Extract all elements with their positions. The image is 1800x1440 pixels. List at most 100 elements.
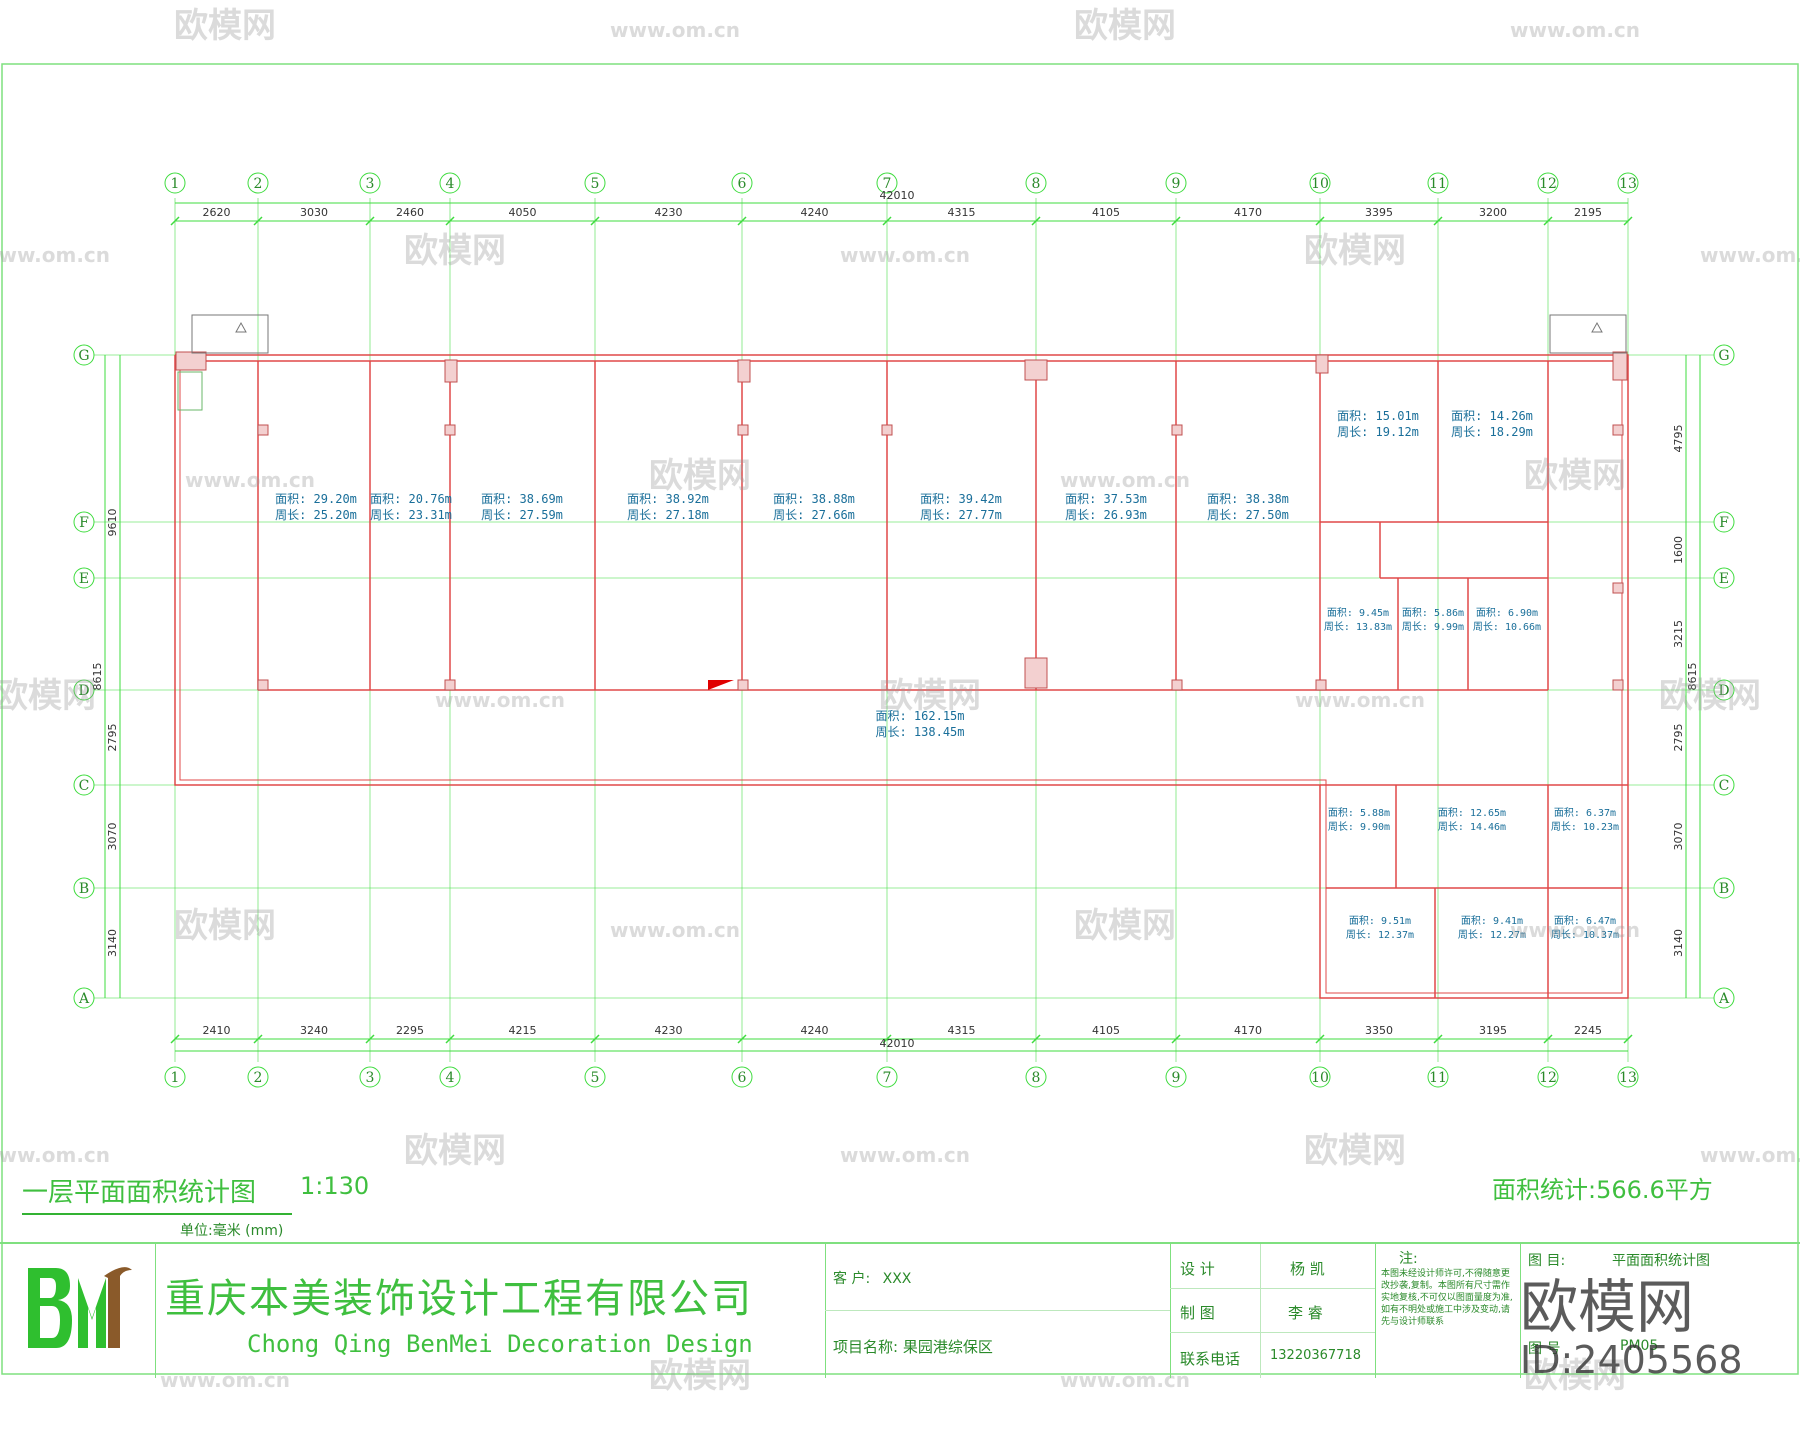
room-area: 面积: 20.76m <box>370 492 452 506</box>
room-perimeter: 周长: 10.37m <box>1551 929 1619 941</box>
drawing-title: 一层平面面积统计图 <box>22 1172 292 1215</box>
phone-label: 联系电话 <box>1180 1350 1241 1368</box>
watermark-brand: 欧模网 <box>1659 676 1761 716</box>
room-perimeter: 周长: 12.27m <box>1458 929 1526 941</box>
watermark-brand: 欧模网 <box>0 676 96 716</box>
room-area: 面积: 162.15m <box>875 709 964 723</box>
dim-tick <box>170 216 180 226</box>
grid-bubble <box>876 172 898 194</box>
dim-value: 4105 <box>1092 206 1120 219</box>
grid-bubble <box>1713 511 1735 533</box>
grid-bubble <box>73 679 95 701</box>
room-area: 面积: 14.26m <box>1451 409 1533 423</box>
room-area: 面积: 38.38m <box>1207 492 1289 506</box>
client-value: XXX <box>882 1271 912 1287</box>
drawing-no-label: 图 号 <box>1528 1341 1561 1357</box>
dim-tick <box>1623 216 1633 226</box>
grid-col-label: 9 <box>1172 176 1181 192</box>
grid-bubble <box>247 1066 269 1088</box>
room-perimeter: 周长: 10.66m <box>1473 621 1541 633</box>
grid-bubble <box>73 774 95 796</box>
room-perimeter: 周长: 25.20m <box>275 508 357 522</box>
dim-value: 4240 <box>801 206 829 219</box>
room-area: 面积: 9.45m <box>1327 607 1389 619</box>
total-area: 面积统计:566.6平方 <box>1492 1176 1713 1204</box>
grid-col-label: 11 <box>1429 1070 1447 1086</box>
grid-col-label: 4 <box>446 176 455 192</box>
drawing-name-value: 平面面积统计图 <box>1612 1253 1710 1269</box>
grid-bubble <box>73 877 95 899</box>
watermark-site: www.om.cn <box>185 468 315 492</box>
grid-bubble <box>164 1066 186 1088</box>
drawing-info-cell: 图 目: 平面面积统计图 图 号 PM05 欧模网 ID:2405568 <box>1520 1244 1800 1382</box>
room-perimeter: 周长: 27.50m <box>1207 508 1289 522</box>
company-cell: 重庆本美装饰设计工程有限公司 Chong Qing BenMei Decorat… <box>155 1244 826 1378</box>
room-perimeter: 周长: 27.77m <box>920 508 1002 522</box>
grid-bubble <box>731 1066 753 1088</box>
grid-col-label: 13 <box>1619 1070 1637 1086</box>
right-dim-value: 4795 <box>1672 425 1685 453</box>
left-dim-value: 3070 <box>106 823 119 851</box>
grid-row-label: B <box>1719 881 1729 897</box>
grid-row-label: E <box>79 571 89 587</box>
watermark-brand: 欧模网 <box>1524 1356 1626 1396</box>
staff-divider-2 <box>1170 1332 1375 1333</box>
project-divider <box>825 1310 1170 1311</box>
dim-value: 3240 <box>300 1024 328 1037</box>
red-marker <box>708 680 734 690</box>
dim-tick <box>253 216 263 226</box>
grid-bubble <box>73 344 95 366</box>
room-perimeter: 周长: 10.23m <box>1551 821 1619 833</box>
grid-col-label: 12 <box>1539 176 1557 192</box>
grid-bubble <box>1617 172 1639 194</box>
stair-boxes <box>177 314 1627 411</box>
grid-col-label: 6 <box>738 1070 747 1086</box>
outer-wall <box>174 354 1629 999</box>
watermark-brand: 欧模网 <box>879 676 981 716</box>
grid-bubble <box>1427 1066 1449 1088</box>
grid-col-label: 8 <box>1032 1070 1041 1086</box>
project-value: 果园港综保区 <box>902 1338 993 1356</box>
company-name-cn: 重庆本美装饰设计工程有限公司 <box>165 1276 753 1322</box>
dim-value: 2245 <box>1574 1024 1602 1037</box>
watermark-brand: 欧模网 <box>649 456 751 496</box>
grid-row-label: D <box>1718 683 1729 699</box>
watermark-site: www.om.cn <box>610 18 740 42</box>
grid-row-label: E <box>1719 571 1729 587</box>
draw-value: 李 睿 <box>1288 1304 1323 1322</box>
grid-bubble <box>439 1066 461 1088</box>
room-area: 面积: 9.41m <box>1461 915 1523 927</box>
project-label: 项目名称: <box>833 1338 899 1356</box>
grid-bubble <box>876 1066 898 1088</box>
phone-value: 13220367718 <box>1270 1348 1361 1363</box>
watermark-brand: 欧模网 <box>174 906 276 946</box>
dim-value: 4215 <box>509 1024 537 1037</box>
dim-tick <box>1433 1034 1443 1044</box>
drawing-no-value: PM05 <box>1620 1338 1659 1354</box>
dim-tick <box>445 216 455 226</box>
grid-col-label: 10 <box>1311 1070 1329 1086</box>
note-cell: 注: 本图未经设计师许可,不得随意更改抄袭,复制。本图所有尺寸需作实地复核,不可… <box>1375 1244 1521 1378</box>
grid-bubble <box>73 987 95 1009</box>
right-dim-value: 2795 <box>1672 724 1685 752</box>
room-area: 面积: 38.92m <box>627 492 709 506</box>
grid-bubble <box>359 172 381 194</box>
grid-col-label: 13 <box>1619 176 1637 192</box>
room-area: 面积: 5.88m <box>1328 807 1390 819</box>
room-perimeter: 周长: 12.37m <box>1346 929 1414 941</box>
room-perimeter: 周长: 138.45m <box>875 725 964 739</box>
grid-bubble <box>1309 172 1331 194</box>
room-perimeter: 周长: 9.99m <box>1402 621 1464 633</box>
staff-cell: 设 计 杨 凯 制 图 李 睿 联系电话 13220367718 <box>1170 1244 1376 1378</box>
watermark-site: www.om.cn <box>0 243 110 267</box>
title-block: 重庆本美装饰设计工程有限公司 Chong Qing BenMei Decorat… <box>0 1242 1800 1382</box>
room-area: 面积: 6.37m <box>1554 807 1616 819</box>
grid-col-label: 2 <box>254 1070 263 1086</box>
staff-divider-v <box>1260 1244 1261 1378</box>
dim-value: 2460 <box>396 206 424 219</box>
room-area: 面积: 39.42m <box>920 492 1002 506</box>
project-cell: 客 户: XXX 项目名称: 果园港综保区 <box>825 1244 1171 1378</box>
dim-tick <box>1315 1034 1325 1044</box>
grid-bubble <box>1713 774 1735 796</box>
